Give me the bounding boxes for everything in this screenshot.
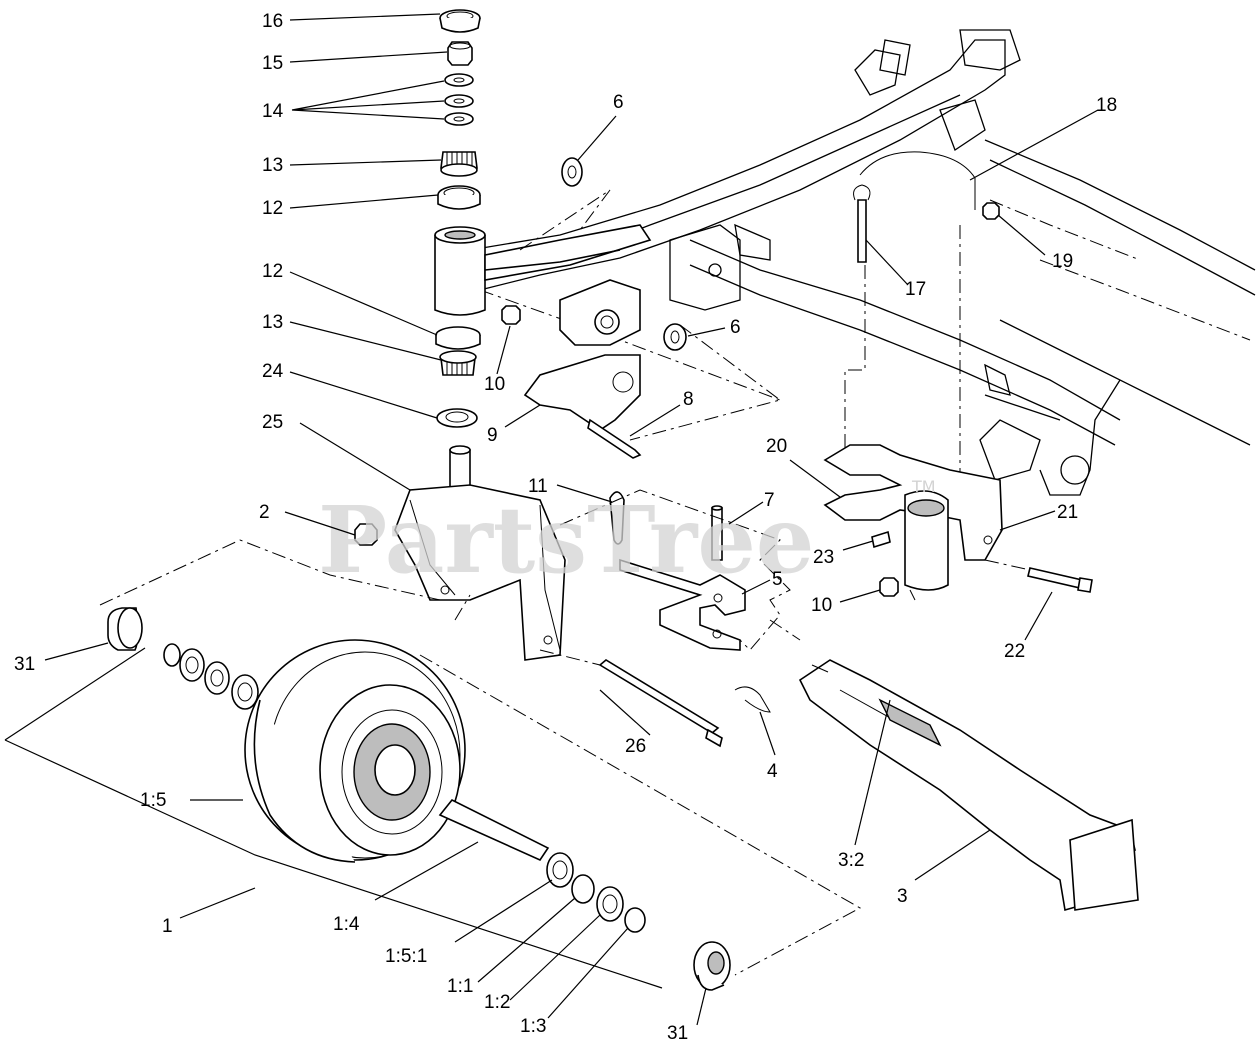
callout-18: 18 (1096, 95, 1117, 116)
callout-6-lower: 6 (730, 317, 741, 338)
callout-15: 15 (262, 53, 283, 74)
callout-11: 11 (528, 476, 548, 497)
callout-21: 21 (1057, 502, 1078, 523)
watermark-tm: TM (911, 477, 936, 496)
callout-1-4: 1:4 (333, 914, 360, 935)
callout-1-2: 1:2 (484, 992, 510, 1013)
callout-22: 22 (1004, 641, 1025, 662)
callout-10-right: 10 (811, 595, 832, 616)
callout-12: 12 (262, 198, 283, 219)
callout-16: 16 (262, 11, 283, 32)
watermark-text: PartsTree (318, 486, 814, 594)
callout-17: 17 (905, 279, 926, 300)
callout-25: 25 (262, 412, 283, 433)
callout-6-upper: 6 (613, 92, 624, 113)
callout-3-2: 3:2 (838, 850, 864, 871)
callout-31-left: 31 (14, 654, 35, 675)
caster-spindle-stack (354, 9, 652, 661)
hitch-bracket (823, 151, 1093, 601)
callout-1: 1 (162, 916, 173, 937)
watermark: PartsTree TM (318, 477, 936, 594)
callout-12-lower: 12 (262, 261, 283, 282)
leader-lines (44, 13, 1099, 1026)
callout-20: 20 (766, 436, 787, 457)
callout-7: 7 (764, 490, 775, 511)
callout-14: 14 (262, 101, 284, 122)
callout-labels: 16 15 14 13 12 12 13 24 25 2 31 1:5 1 1:… (14, 11, 1117, 1044)
callout-13-lower: 13 (262, 312, 283, 333)
caster-wheel-assembly (4, 539, 862, 991)
callout-24: 24 (262, 361, 284, 382)
callout-8: 8 (683, 389, 694, 410)
mower-frame (469, 29, 1256, 496)
callout-4: 4 (767, 761, 778, 782)
callout-19: 19 (1052, 251, 1073, 272)
callout-26: 26 (625, 736, 646, 757)
callout-1-1: 1:1 (447, 976, 473, 997)
callout-31-right: 31 (667, 1023, 688, 1044)
callout-1-3: 1:3 (520, 1016, 546, 1037)
callout-3: 3 (897, 886, 908, 907)
callout-1-5-1: 1:5:1 (385, 946, 427, 967)
callout-5: 5 (772, 569, 783, 590)
tow-arm (798, 659, 1139, 912)
callout-13: 13 (262, 155, 283, 176)
callout-23: 23 (813, 547, 834, 568)
callout-9: 9 (487, 425, 498, 446)
callout-1-5: 1:5 (140, 790, 166, 811)
callout-2: 2 (259, 502, 270, 523)
caster-mount (501, 157, 801, 748)
callout-10-left: 10 (484, 374, 505, 395)
